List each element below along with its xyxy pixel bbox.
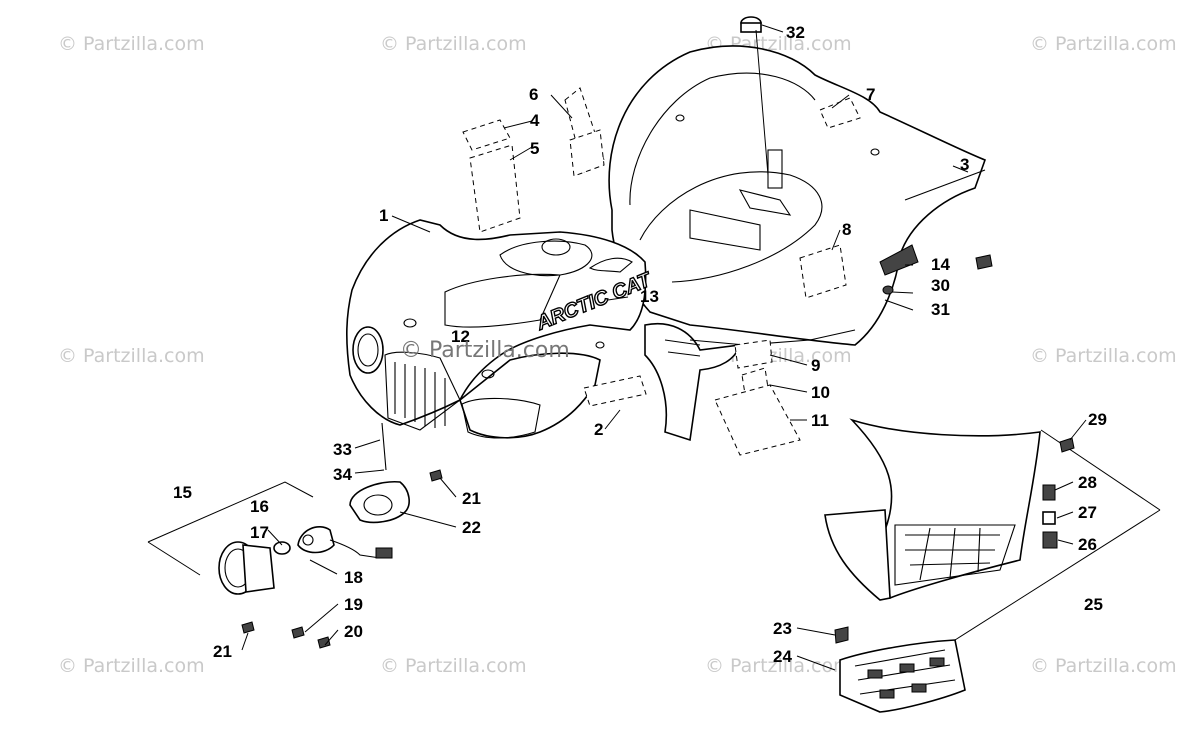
label-33: 33 (333, 440, 352, 459)
watermark: © Partzilla.com (1030, 345, 1177, 367)
label-14: 14 (931, 255, 950, 274)
watermark: © Partzilla.com (58, 655, 205, 677)
label-12: 12 (451, 327, 470, 346)
watermark: © Partzilla.com (58, 345, 205, 367)
label-34: 34 (333, 465, 352, 484)
watermark: © Partzilla.com (1030, 655, 1177, 677)
label-5: 5 (530, 139, 539, 158)
label-31: 31 (931, 300, 950, 319)
label-10: 10 (811, 383, 830, 402)
label-7: 7 (866, 85, 875, 104)
label-3: 3 (960, 155, 969, 174)
part-labels: 1 2 3 4 5 6 7 8 9 10 11 12 13 14 15 16 1… (173, 23, 1107, 666)
label-29: 29 (1088, 410, 1107, 429)
watermark: © Partzilla.com (58, 33, 205, 55)
decals-9-11 (714, 339, 801, 456)
label-8: 8 (842, 220, 851, 239)
label-13: 13 (640, 287, 659, 306)
leader-lines (241, 24, 1087, 671)
label-15: 15 (173, 483, 192, 502)
center-watermark: © Partzilla.com (400, 338, 570, 363)
label-21-a: 21 (462, 489, 481, 508)
label-9: 9 (811, 356, 820, 375)
label-2: 2 (594, 420, 603, 439)
footwell (824, 418, 1161, 641)
label-22: 22 (462, 518, 481, 537)
headlight-bezel (349, 480, 410, 524)
front-fender: ARCTIC CAT (346, 219, 656, 439)
headlight-assembly (147, 481, 393, 595)
label-23: 23 (773, 619, 792, 638)
cap (740, 16, 769, 176)
front-flare (583, 323, 856, 442)
label-26: 26 (1078, 535, 1097, 554)
watermarks: © Partzilla.com © Partzilla.com © Partzi… (58, 33, 1177, 677)
watermark: © Partzilla.com (380, 655, 527, 677)
label-28: 28 (1078, 473, 1097, 492)
label-27: 27 (1078, 503, 1097, 522)
label-21-b: 21 (213, 642, 232, 661)
label-1: 1 (379, 206, 388, 225)
label-11: 11 (811, 411, 829, 430)
label-25: 25 (1084, 595, 1103, 614)
decals-4-6 (462, 87, 605, 233)
footrest-plate (839, 639, 966, 713)
label-6: 6 (529, 85, 538, 104)
rear-fender (608, 45, 987, 346)
label-24: 24 (773, 647, 792, 666)
label-30: 30 (931, 276, 950, 295)
label-19: 19 (344, 595, 363, 614)
label-17: 17 (250, 523, 269, 542)
label-32: 32 (786, 23, 805, 42)
label-20: 20 (344, 622, 363, 641)
label-4: 4 (530, 111, 540, 130)
label-18: 18 (344, 568, 363, 587)
watermark: © Partzilla.com (1030, 33, 1177, 55)
label-16: 16 (250, 497, 269, 516)
watermark: © Partzilla.com (705, 655, 852, 677)
watermark: © Partzilla.com (380, 33, 527, 55)
hardware (241, 254, 1075, 649)
